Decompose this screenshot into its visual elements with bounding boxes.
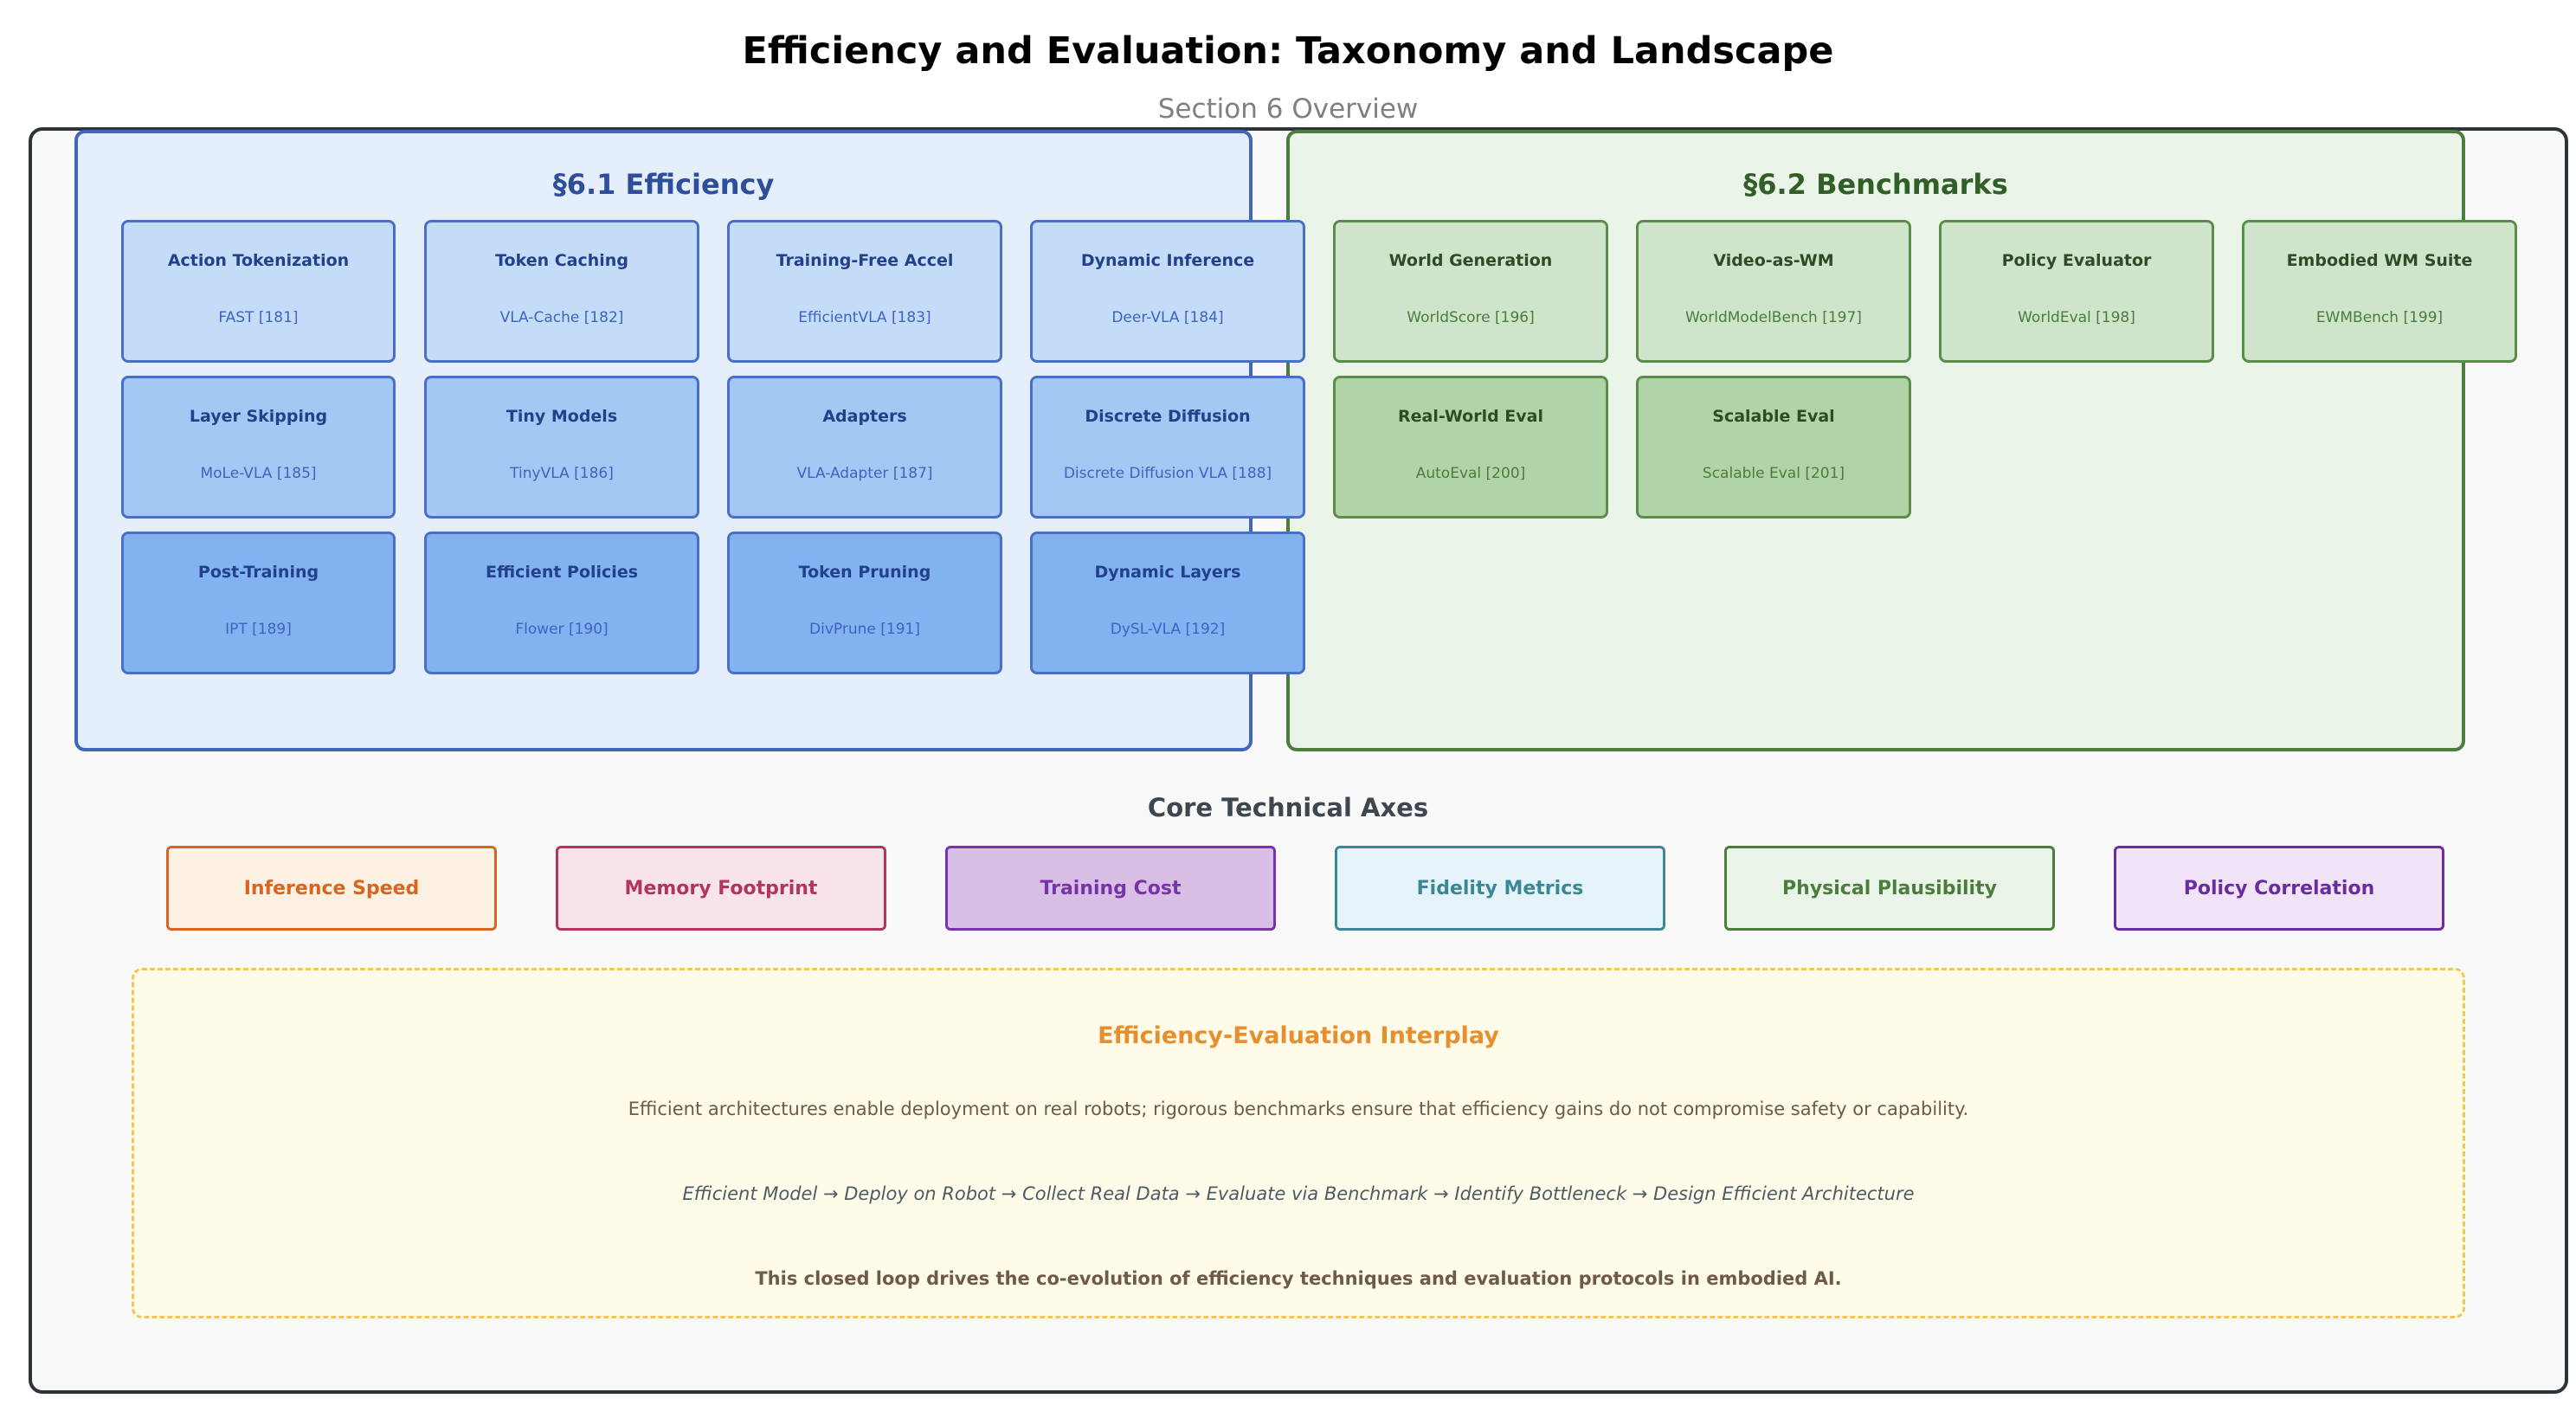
cell-title: Post-Training — [197, 563, 319, 582]
cell-title: Layer Skipping — [189, 407, 328, 426]
cell-ref: Scalable Eval [201] — [1702, 465, 1845, 482]
cell-title: Action Tokenization — [167, 251, 350, 270]
efficiency-cell-tiny-models: Tiny Models TinyVLA [186] — [424, 376, 699, 519]
efficiency-cell-adapters: Adapters VLA-Adapter [187] — [727, 376, 1002, 519]
cell-title: Adapters — [822, 407, 907, 426]
benchmark-cell-embodied-wm-suite: Embodied WM Suite EWMBench [199] — [2242, 220, 2517, 363]
axes-title: Core Technical Axes — [1147, 793, 1429, 822]
efficiency-cell-layer-skipping: Layer Skipping MoLe-VLA [185] — [121, 376, 396, 519]
interplay-footer: This closed loop drives the co-evolution… — [755, 1268, 1842, 1289]
cell-ref: Discrete Diffusion VLA [188] — [1063, 465, 1272, 482]
cell-ref: WorldScore [196] — [1407, 309, 1535, 326]
efficiency-cell-efficient-policies: Efficient Policies Flower [190] — [424, 532, 699, 674]
efficiency-cell-post-training: Post-Training IPT [189] — [121, 532, 396, 674]
cell-title: Dynamic Layers — [1094, 563, 1241, 582]
efficiency-cell-token-caching: Token Caching VLA-Cache [182] — [424, 220, 699, 363]
cell-title: Discrete Diffusion — [1085, 407, 1251, 426]
cell-ref: EfficientVLA [183] — [798, 309, 931, 326]
axis-memory-footprint: Memory Footprint — [556, 846, 886, 931]
interplay-flow: Efficient Model → Deploy on Robot → Coll… — [682, 1183, 1915, 1204]
cell-ref: IPT [189] — [225, 621, 292, 638]
efficiency-panel-title: §6.1 Efficiency — [552, 168, 775, 201]
cell-ref: VLA-Adapter [187] — [796, 465, 933, 482]
benchmark-cell-video-as-wm: Video-as-WM WorldModelBench [197] — [1636, 220, 1911, 363]
sub-title: Section 6 Overview — [1157, 93, 1419, 125]
benchmarks-panel-title: §6.2 Benchmarks — [1743, 168, 2008, 201]
efficiency-cell-token-pruning: Token Pruning DivPrune [191] — [727, 532, 1002, 674]
cell-title: Video-as-WM — [1713, 251, 1834, 270]
efficiency-cell-discrete-diffusion: Discrete Diffusion Discrete Diffusion VL… — [1030, 376, 1305, 519]
efficiency-cell-dynamic-layers: Dynamic Layers DySL-VLA [192] — [1030, 532, 1305, 674]
interplay-text: Efficient architectures enable deploymen… — [628, 1099, 1969, 1119]
cell-title: Embodied WM Suite — [2286, 251, 2473, 270]
axis-policy-correlation: Policy Correlation — [2114, 846, 2444, 931]
cell-ref: VLA-Cache [182] — [499, 309, 624, 326]
cell-ref: TinyVLA [186] — [510, 465, 614, 482]
cell-title: Scalable Eval — [1712, 407, 1835, 426]
cell-title: World Generation — [1388, 251, 1553, 270]
cell-ref: AutoEval [200] — [1415, 465, 1526, 482]
cell-title: Dynamic Inference — [1080, 251, 1255, 270]
main-title: Efficiency and Evaluation: Taxonomy and … — [742, 29, 1834, 73]
interplay-title: Efficiency-Evaluation Interplay — [1098, 1022, 1499, 1049]
efficiency-cell-training-free-accel: Training-Free Accel EfficientVLA [183] — [727, 220, 1002, 363]
axis-training-cost: Training Cost — [945, 846, 1276, 931]
cell-ref: EWMBench [199] — [2315, 309, 2444, 326]
cell-title: Token Caching — [495, 251, 628, 270]
interplay-box: Efficiency-Evaluation Interplay Efficien… — [132, 968, 2465, 1318]
cell-ref: MoLe-VLA [185] — [200, 465, 317, 482]
axis-physical-plausibility: Physical Plausibility — [1724, 846, 2055, 931]
cell-title: Token Pruning — [798, 563, 931, 582]
cell-ref: WorldEval [198] — [2018, 309, 2135, 326]
cell-ref: Deer-VLA [184] — [1111, 309, 1224, 326]
cell-title: Tiny Models — [506, 407, 618, 426]
axis-inference-speed: Inference Speed — [166, 846, 497, 931]
cell-title: Real-World Eval — [1397, 407, 1543, 426]
benchmark-cell-policy-evaluator: Policy Evaluator WorldEval [198] — [1939, 220, 2214, 363]
efficiency-cell-dynamic-inference: Dynamic Inference Deer-VLA [184] — [1030, 220, 1305, 363]
cell-ref: WorldModelBench [197] — [1685, 309, 1862, 326]
benchmark-cell-world-generation: World Generation WorldScore [196] — [1333, 220, 1608, 363]
cell-title: Training-Free Accel — [776, 251, 954, 270]
cell-title: Efficient Policies — [485, 563, 639, 582]
benchmark-cell-scalable-eval: Scalable Eval Scalable Eval [201] — [1636, 376, 1911, 519]
cell-title: Policy Evaluator — [2001, 251, 2152, 270]
cell-ref: Flower [190] — [515, 621, 609, 638]
benchmark-cell-real-world-eval: Real-World Eval AutoEval [200] — [1333, 376, 1608, 519]
efficiency-cell-action-tokenization: Action Tokenization FAST [181] — [121, 220, 396, 363]
cell-ref: DySL-VLA [192] — [1110, 621, 1226, 638]
cell-ref: FAST [181] — [218, 309, 299, 326]
cell-ref: DivPrune [191] — [809, 621, 920, 638]
axis-fidelity-metrics: Fidelity Metrics — [1335, 846, 1665, 931]
